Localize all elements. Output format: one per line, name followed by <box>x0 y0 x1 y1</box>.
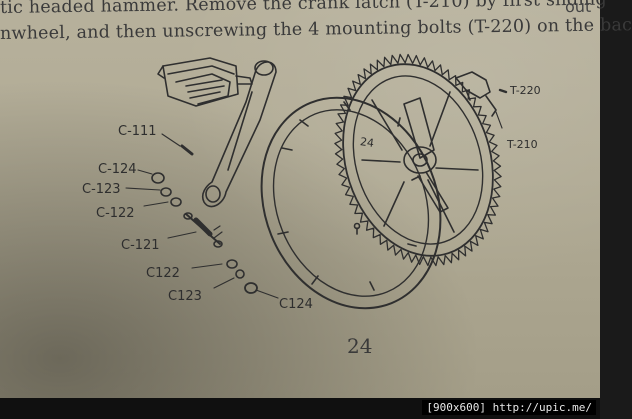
crank-arm-illustration <box>201 60 277 208</box>
watermark[interactable]: [900x600] http://upic.me/ <box>422 400 596 415</box>
chainguard-ring-illustration <box>260 96 442 310</box>
pedal-illustration <box>157 57 253 107</box>
chainring-illustration <box>334 53 502 267</box>
label-t220: T-220 <box>510 84 541 97</box>
t220-part-illustration <box>455 71 508 117</box>
label-chainring-number: 24 <box>359 135 375 150</box>
leader-lines <box>125 111 503 299</box>
label-c122-bottom: C122 <box>146 266 180 281</box>
label-c122-top: C-122 <box>96 206 135 221</box>
label-c111: C-111 <box>118 124 157 139</box>
label-c121: C-121 <box>121 238 160 253</box>
label-c124-bottom: C124 <box>279 297 313 312</box>
label-c123-bottom: C123 <box>168 289 202 304</box>
page-number: 24 <box>347 334 373 358</box>
label-t210: T-210 <box>507 138 538 151</box>
label-c123-top: C-123 <box>82 182 121 197</box>
exploded-diagram <box>125 53 508 310</box>
axle-parts-illustration <box>151 144 258 294</box>
label-c124-top: C-124 <box>98 162 137 177</box>
photo-frame: tic headed hammer. Remove the crank latc… <box>0 0 632 398</box>
